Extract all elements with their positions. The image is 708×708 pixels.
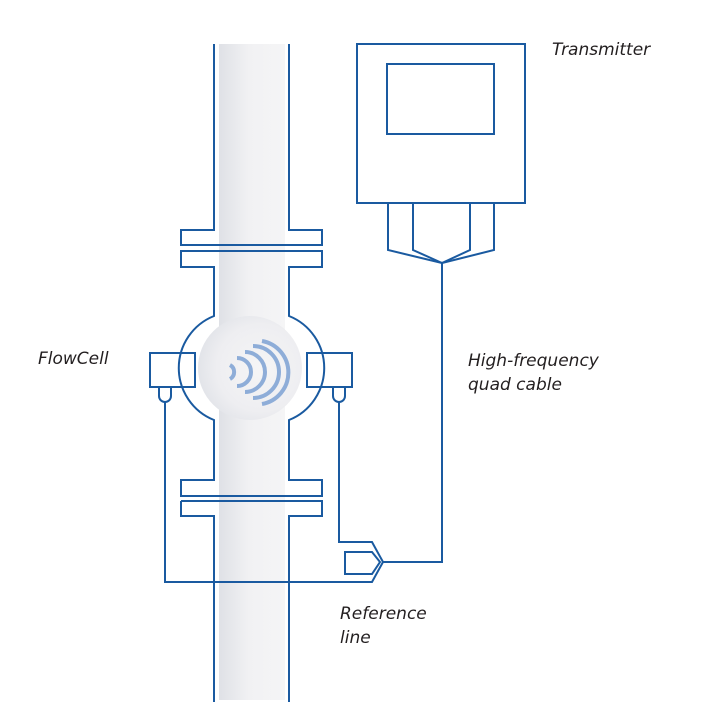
flowcell-label: FlowCell bbox=[38, 349, 109, 369]
transmitter-label: Transmitter bbox=[552, 40, 651, 60]
reference-label-line1: Reference bbox=[340, 604, 427, 624]
cable-left-sensor bbox=[164, 402, 384, 583]
sensor-block-right bbox=[306, 352, 353, 388]
quad-cable bbox=[383, 263, 443, 563]
transmitter-cable-bundle bbox=[387, 203, 495, 264]
pipe-outline bbox=[177, 44, 326, 702]
sensor-block-left bbox=[149, 352, 196, 388]
sensor-plug-left bbox=[158, 387, 172, 403]
sensor-plug-right bbox=[332, 387, 346, 403]
transmitter-display bbox=[386, 63, 495, 135]
cable-label-line1: High-frequency bbox=[468, 351, 599, 371]
ultrasonic-signal-waves-icon bbox=[228, 339, 291, 406]
transmitter-housing bbox=[356, 43, 526, 204]
connector bbox=[344, 551, 382, 575]
cable-right-sensor bbox=[338, 402, 384, 563]
cable-label-line2: quad cable bbox=[468, 375, 562, 395]
reference-label-line2: line bbox=[340, 628, 371, 648]
